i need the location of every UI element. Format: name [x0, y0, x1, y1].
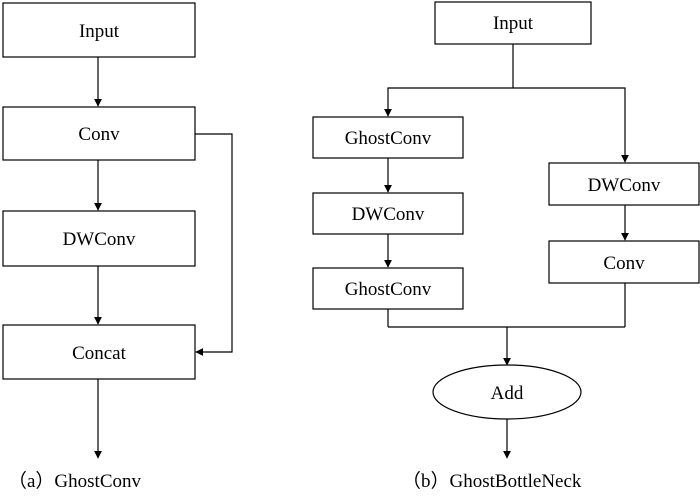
- a-concat-label: Concat: [72, 343, 127, 364]
- b-conv-label: Conv: [603, 253, 645, 274]
- b-input-node: [434, 1, 592, 45]
- b-ghostconv-1-label: GhostConv: [345, 128, 432, 149]
- b-conv-node: [548, 240, 700, 284]
- b-dwconv-right-label: DWConv: [588, 175, 661, 196]
- a-dwconv-node: [2, 210, 196, 267]
- b-add-label: Add: [491, 383, 524, 404]
- b-input-label: Input: [493, 13, 534, 34]
- b-ghostconv-2-label: GhostConv: [345, 279, 432, 300]
- b-dwconv-left-label: DWConv: [352, 204, 425, 225]
- b-ghostconv-1-node: [312, 116, 464, 159]
- a-conv-node: [2, 106, 196, 161]
- a-input-node: [2, 2, 196, 58]
- panel-a: Input Conv DWConv Concat （a）GhostConv: [2, 2, 233, 492]
- a-input-label: Input: [79, 21, 120, 42]
- a-conv-label: Conv: [78, 124, 120, 145]
- b-arrow-split-right: [513, 87, 629, 163]
- b-dwconv-left-node: [312, 192, 464, 235]
- b-dwconv-right-node: [548, 162, 700, 206]
- panel-b: Input GhostConv DWConv GhostConv DWConv …: [312, 1, 700, 492]
- b-caption: （b）GhostBottleNeck: [402, 470, 582, 492]
- a-arrow-conv-concat-skip: [195, 133, 233, 356]
- b-arrow-split-left: [384, 87, 513, 117]
- a-dwconv-label: DWConv: [63, 229, 136, 250]
- b-ghostconv-2-node: [312, 267, 464, 310]
- a-concat-node: [2, 324, 196, 380]
- a-caption: （a）GhostConv: [8, 470, 142, 492]
